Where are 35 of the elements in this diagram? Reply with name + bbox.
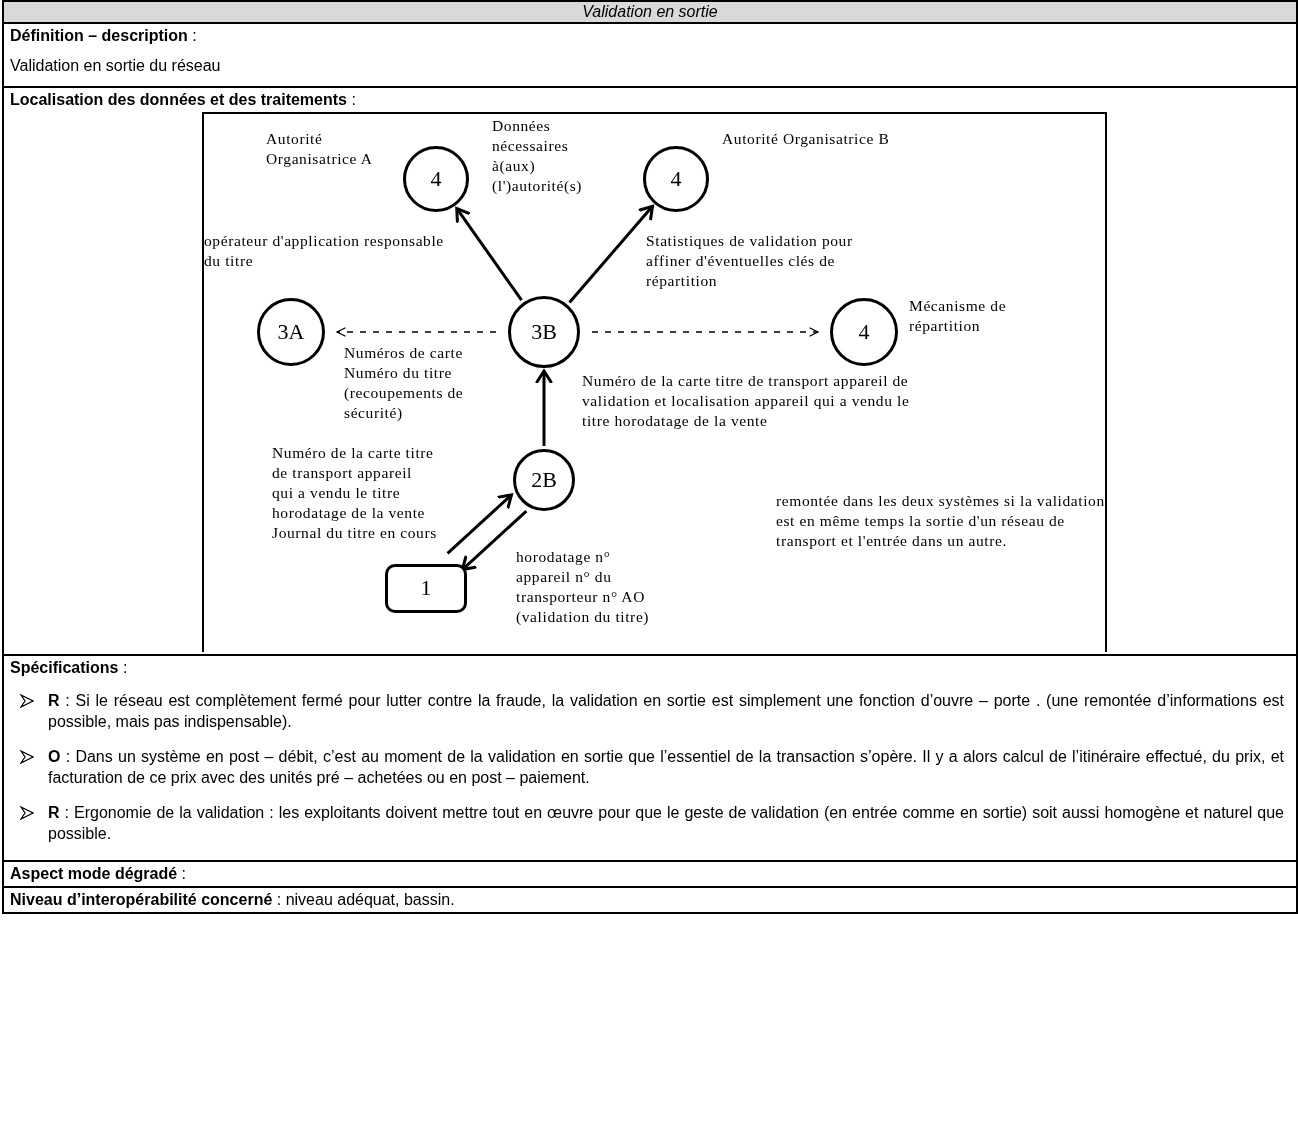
- bullet-text: O : Dans un système en post – débit, c’est au moment de la validation en sortie que l’essentiel de la transaction s’opère. Il y a alors calcul de l’itinéraire effectué, du prix, et facturation de ce prix avec des unités pré – achetées ou en post – paiement.: [48, 748, 1284, 786]
- process-circle: 2B: [513, 449, 575, 511]
- note-text: Données nécessaires à(aux) (l')autorité(s): [492, 116, 584, 196]
- node-caption: opérateur d'application responsable du titre: [204, 231, 444, 271]
- edge-label: Numéros de carte Numéro du titre (recoupements de sécurité): [344, 343, 465, 423]
- section-heading: Localisation des données et des traitements :: [10, 90, 357, 110]
- description-text: Validation en sortie du réseau: [10, 56, 222, 76]
- section-heading: Niveau d’interopérabilité concerné : niveau adéquat, bassin.: [10, 890, 456, 910]
- node-caption: Autorité Organisatrice B: [722, 129, 891, 149]
- node-caption: Mécanisme de répartition: [909, 296, 1008, 336]
- edge-label: horodatage n° appareil n° du transporteur n° AO (validation du titre): [516, 547, 651, 627]
- arrow: [455, 206, 523, 301]
- arrow: [568, 204, 654, 304]
- process-circle: 4: [403, 146, 469, 212]
- node-caption: Autorité Organisatrice A: [266, 129, 374, 169]
- process-circle: 4: [830, 298, 898, 366]
- bullet-text: R : Si le réseau est complètement fermé pour lutter contre la fraude, la validation en sortie est simplement une fonction d’ouvre – porte . (une remontée d’informations est possible, mais pas indispensable).: [48, 692, 1284, 730]
- process-box: 1: [385, 563, 467, 613]
- dashed-arrow: [336, 327, 497, 337]
- arrow: [446, 493, 513, 555]
- edge-label: Statistiques de validation pour affiner d'éventuelles clés de répartition: [646, 231, 854, 291]
- note-text: remontée dans les deux systèmes si la validation est en même temps la sortie d'un réseau de transport et l'entrée dans un autre.: [776, 491, 1106, 551]
- process-circle: 3B: [508, 296, 580, 368]
- process-circle: 4: [643, 146, 709, 212]
- edge-label: Numéro de la carte titre de transport appareil de validation et localisation appareil qui a vendu le titre horodatage de la vente: [582, 371, 911, 431]
- bullet-text: R : Ergonomie de la validation : les exploitants doivent mettre tout en œuvre pour que le geste de validation (en entrée comme en sortie) soit aussi homogène et naturel que possible.: [48, 804, 1284, 842]
- edge-label: Numéro de la carte titre de transport appareil qui a vendu le titre horodatage de la vente Journal du titre en cours: [272, 443, 437, 543]
- section-heading: Définition – description :: [10, 26, 198, 46]
- table-title: Validation en sortie: [4, 2, 1296, 22]
- process-circle: 3A: [257, 298, 325, 366]
- dashed-arrow: [591, 327, 819, 337]
- arrow: [460, 509, 528, 572]
- arrow: [535, 369, 553, 446]
- section-heading: Spécifications :: [10, 658, 129, 678]
- section-heading: Aspect mode dégradé :: [10, 864, 188, 884]
